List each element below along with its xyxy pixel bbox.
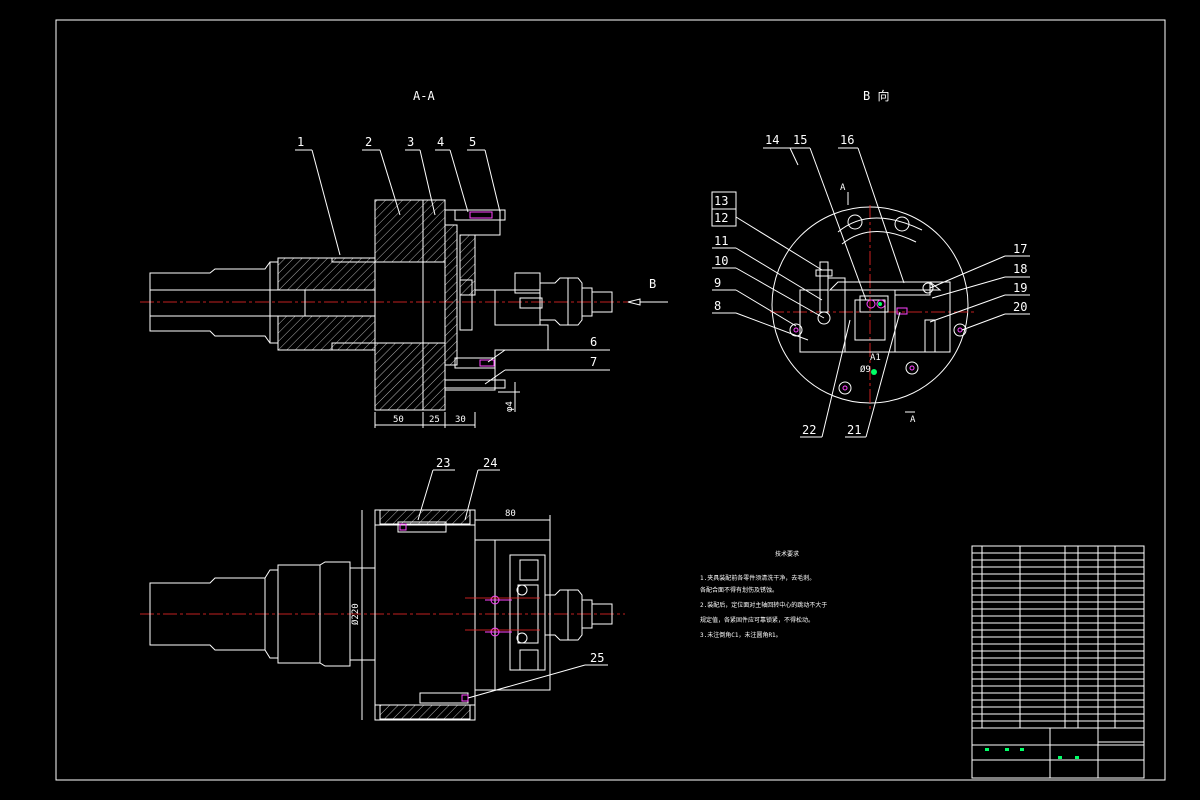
dim-a1: A1 [870,353,881,363]
section-mark-a-top: A [840,183,846,193]
note-line-4: 规定值，各紧固件应可靠锁紧，不得松动。 [700,617,815,624]
view-arrow-b: B [649,277,656,291]
view-b-title: B 向 [863,88,889,103]
part-label-16: 16 [840,133,854,147]
part-label-20: 20 [1013,300,1027,314]
dim-25: 25 [429,415,440,425]
part-label-5: 5 [469,135,476,149]
dim-80: 80 [505,509,516,519]
part-label-22: 22 [802,423,816,437]
part-label-18: 18 [1013,262,1027,276]
note-line-1: 1.夹具装配前各零件须清洗干净，去毛刺。 [700,575,816,582]
title-block [971,727,1145,779]
part-labels-section-aa: 1 2 3 4 5 6 7 [295,135,610,385]
section-mark-a-bottom: A [910,415,916,425]
part-label-19: 19 [1013,281,1027,295]
part-label-12: 12 [714,211,728,225]
part-labels-top-view: 23 24 25 [417,456,608,699]
dim-o220: Ø220 [350,603,361,625]
part-label-21: 21 [847,423,861,437]
part-label-2: 2 [365,135,372,149]
note-line-2: 各配合面不得有划伤及锈蚀。 [700,587,779,594]
dim-phi4: φ4 [505,401,515,412]
drawing-border [55,19,1166,781]
part-label-6: 6 [590,335,597,349]
part-labels-view-b: 14 15 16 13 12 11 10 9 8 17 18 19 20 22 … [712,133,1030,438]
section-aa-title: A-A [413,89,435,103]
view-b: B 向 A A A1 [711,88,975,425]
notes-title: 技术要求 [775,551,800,558]
part-label-8: 8 [714,299,721,313]
part-label-25: 25 [590,651,604,665]
section-aa-view: A-A [140,89,668,428]
dim-30: 30 [455,415,466,425]
part-label-24: 24 [483,456,497,470]
part-label-10: 10 [714,254,728,268]
part-label-7: 7 [590,355,597,369]
note-line-5: 3.未注倒角C1，未注圆角R1。 [700,632,782,639]
part-label-23: 23 [436,456,450,470]
bill-of-materials [971,545,1145,729]
part-label-15: 15 [793,133,807,147]
dim-50: 50 [393,415,404,425]
part-label-3: 3 [407,135,414,149]
part-label-1: 1 [297,135,304,149]
top-view: 80 Ø220 [140,509,625,721]
part-label-11: 11 [714,234,728,248]
note-line-3: 2.装配后，定位面对主轴回转中心的跳动不大于 [700,602,828,609]
dim-o9: Ø9 [860,364,871,375]
part-label-9: 9 [714,276,721,290]
part-label-13: 13 [714,194,728,208]
part-label-4: 4 [437,135,444,149]
part-label-14: 14 [765,133,779,147]
part-label-17: 17 [1013,242,1027,256]
